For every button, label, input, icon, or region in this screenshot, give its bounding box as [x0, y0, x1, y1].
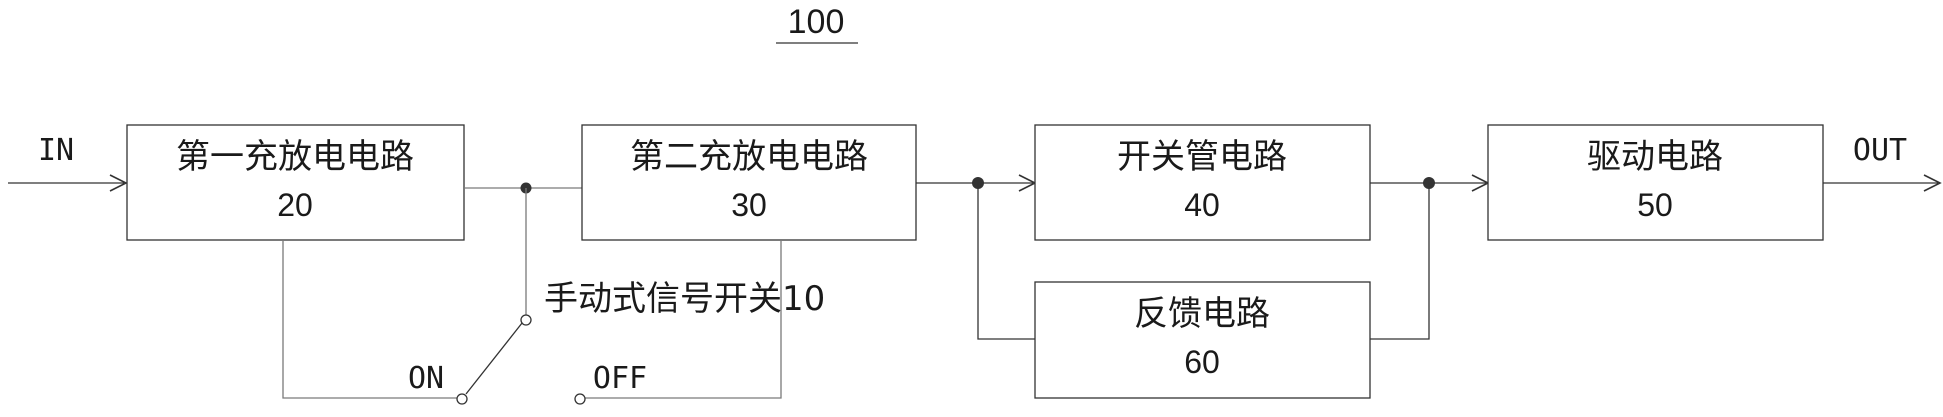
block-first-charge-number: 20: [277, 187, 313, 223]
switch-blade: [465, 317, 527, 395]
output-label: OUT: [1853, 133, 1907, 168]
switch-on-node: [456, 393, 468, 405]
input-arrowhead: [109, 174, 128, 192]
manual-switch-label: 手动式信号开关10: [544, 279, 825, 319]
reference-number: 100: [788, 3, 845, 41]
input-label: IN: [38, 133, 74, 168]
block-driver-name: 驱动电路: [1587, 137, 1723, 177]
block-driver-number: 50: [1637, 187, 1673, 223]
block-second-charge-circuit: 第二充放电电路 30: [581, 124, 917, 241]
wire-30-to-off: [580, 240, 782, 399]
block-second-charge-number: 30: [731, 187, 767, 223]
block-driver-circuit: 驱动电路 50: [1487, 124, 1824, 241]
output-arrowhead: [1923, 174, 1942, 192]
block-first-charge-circuit: 第一充放电电路 20: [126, 124, 465, 241]
block-driver-frame: [1487, 124, 1824, 241]
switch-on-label: ON: [408, 361, 444, 396]
block-feedback-circuit: 反馈电路 60: [1034, 281, 1371, 399]
block-feedback-frame: [1034, 281, 1371, 399]
block-switch-tube-circuit: 开关管电路 40: [1034, 124, 1371, 241]
wire-20-to-on: [282, 240, 462, 399]
block-switch-tube-name: 开关管电路: [1117, 137, 1287, 177]
wire-to-feedback: [977, 183, 1035, 340]
switch-pivot-node: [520, 314, 532, 326]
block-second-charge-name: 第二充放电电路: [630, 137, 868, 177]
block-first-charge-name: 第一充放电电路: [176, 137, 414, 177]
wire-feedback-return: [1370, 183, 1430, 340]
block-feedback-number: 60: [1184, 344, 1220, 380]
block-switch-tube-number: 40: [1184, 187, 1220, 223]
switch-off-label: OFF: [593, 361, 647, 396]
block-second-charge-frame: [581, 124, 917, 241]
switch-off-node: [574, 393, 586, 405]
block-first-charge-frame: [126, 124, 465, 241]
block-feedback-name: 反馈电路: [1134, 294, 1270, 334]
